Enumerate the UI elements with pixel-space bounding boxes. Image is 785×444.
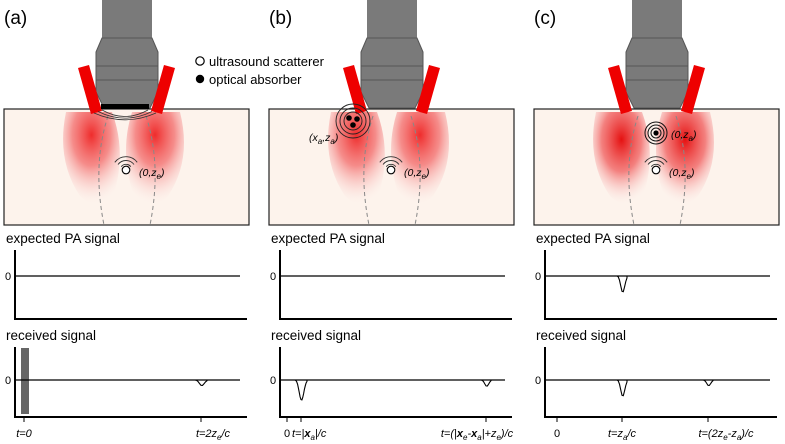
scatterer-coordinate: (0,ze) <box>404 167 429 181</box>
received-tick-label: t=0 <box>16 428 32 440</box>
probe-handle <box>632 0 682 38</box>
probe-handle <box>102 0 152 38</box>
ultrasound-probe <box>625 0 689 109</box>
optical-absorber-icon <box>346 115 352 121</box>
expected-signal-title: expected PA signal <box>6 231 120 246</box>
pa-wave-ring <box>339 107 367 135</box>
acoustic-field-right <box>410 115 421 226</box>
pa-wave-ring <box>644 121 668 145</box>
transmitted-wave-arc <box>101 109 149 117</box>
absorber-legend-icon <box>195 74 205 84</box>
legend: ultrasound scatterer optical absorber <box>195 54 325 87</box>
optical-absorber-icon <box>653 130 659 136</box>
left-light-beam <box>63 112 120 204</box>
right-laser-fiber <box>416 65 440 114</box>
panel-label: (a) <box>4 8 27 29</box>
optical-absorber-icon <box>350 122 356 128</box>
acoustic-field-right <box>145 115 156 226</box>
scatterer-coordinate: (0,ze) <box>669 167 694 181</box>
received-tick-label: t=(|xe-xa|+ze)/c <box>441 428 514 442</box>
ultrasound-probe <box>360 0 424 109</box>
scatter-wave-arc <box>117 160 135 165</box>
acoustic-field-right <box>675 115 686 226</box>
received-zero-label: 0 <box>5 375 11 387</box>
acoustic-field-left <box>98 115 109 226</box>
probe-head <box>360 37 424 109</box>
legend-absorber-label: optical absorber <box>209 72 302 87</box>
right-light-beam <box>391 112 449 204</box>
received-tick-label: t=2ze/c <box>196 428 231 442</box>
transmitted-wave-arc <box>97 111 153 119</box>
legend-scatterer-label: ultrasound scatterer <box>209 54 325 69</box>
received-tick-label: 0 <box>554 428 560 440</box>
scatter-wave-arc <box>114 156 138 163</box>
transmitted-wave-arc <box>93 112 157 121</box>
panel-a: (a) (0,ze) expected PA signal 0 received sig… <box>3 0 250 442</box>
scatter-wave-arc <box>647 160 665 165</box>
left-laser-fiber <box>343 65 367 114</box>
scatterer-coordinate: (0,ze) <box>139 167 164 181</box>
scatter-wave-arc <box>382 160 400 165</box>
received-zero-label: 0 <box>270 375 276 387</box>
ultrasound-scatterer-icon <box>386 165 396 175</box>
panel-label: (b) <box>269 8 292 29</box>
scatter-wave-arc <box>379 156 403 163</box>
pa-pulse <box>294 379 308 401</box>
acoustic-field-left <box>628 115 639 226</box>
expected-signal-title: expected PA signal <box>271 231 385 246</box>
left-laser-fiber <box>78 65 102 114</box>
left-laser-fiber <box>608 65 632 114</box>
pa-wave-ring <box>335 103 371 139</box>
received-signal-title: received signal <box>6 328 96 343</box>
expected-pa-pulse <box>616 275 628 293</box>
ultrasound-scatterer-icon <box>651 165 661 175</box>
echo-pulse <box>480 379 492 387</box>
optical-absorber-icon <box>354 116 360 122</box>
scatter-wave-arc <box>650 163 662 168</box>
received-zero-label: 0 <box>535 375 541 387</box>
received-signal-title: received signal <box>536 328 626 343</box>
pa-wave-ring <box>343 111 363 131</box>
scatterer-legend-icon <box>195 56 205 66</box>
transducer-surface <box>101 104 149 109</box>
probe-head <box>95 37 159 109</box>
echo-pulse <box>702 379 714 386</box>
received-tick-label: t=za/c <box>608 428 636 442</box>
left-light-beam <box>593 112 650 204</box>
expected-signal-title: expected PA signal <box>536 231 650 246</box>
left-light-beam <box>328 112 385 204</box>
pa-wave-ring <box>647 124 665 142</box>
scatter-wave-arc <box>385 163 397 168</box>
right-light-beam <box>126 112 184 204</box>
acoustic-field-left <box>363 115 374 226</box>
received-tick-label: 0 <box>284 428 290 440</box>
received-tick-label: t=(2ze-za)/c <box>698 428 754 442</box>
pa-wave-ring <box>650 127 662 139</box>
received-tick-label: t=|xa|/c <box>292 428 327 442</box>
absorber-coordinate: (xa,za) <box>309 132 338 146</box>
panel-c: (c) (0,ze) (0,za) expected PA signal 0 receiv… <box>533 0 780 442</box>
right-laser-fiber <box>151 65 175 114</box>
panel-b: (b) (0,ze) (xa,za) expected PA signal 0 recei… <box>268 0 515 442</box>
ultrasound-probe <box>95 0 159 109</box>
expected-zero-label: 0 <box>270 271 276 283</box>
ultrasound-scatterer-icon <box>121 165 131 175</box>
absorber-coordinate: (0,za) <box>671 129 696 143</box>
right-light-beam <box>656 112 714 204</box>
pa-pulse <box>616 379 628 397</box>
scatter-wave-arc <box>644 156 668 163</box>
scatter-wave-arc <box>120 163 132 168</box>
probe-handle <box>367 0 417 38</box>
probe-head <box>625 37 689 109</box>
expected-zero-label: 0 <box>535 271 541 283</box>
right-laser-fiber <box>681 65 705 114</box>
echo-pulse <box>194 379 208 386</box>
received-signal-title: received signal <box>271 328 361 343</box>
panel-label: (c) <box>534 8 556 29</box>
expected-zero-label: 0 <box>5 271 11 283</box>
